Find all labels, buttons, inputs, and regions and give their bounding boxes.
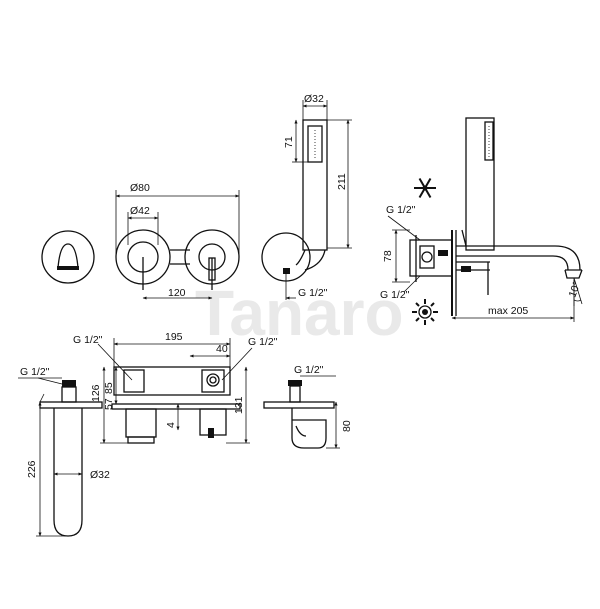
dim-g12-top-a: G 1/2" <box>73 334 103 346</box>
dim-85: 85 <box>103 382 115 394</box>
dim-126: 126 <box>90 384 102 402</box>
front-view: Ø80 Ø42 120 G 1/2" Ø32 71 211 <box>41 93 352 300</box>
dim-195: 195 <box>165 331 183 343</box>
watermark: Tanaro <box>195 277 404 349</box>
outlet-plan <box>263 380 335 449</box>
dim-g12-front: G 1/2" <box>298 287 328 299</box>
dim-80: 80 <box>341 420 353 432</box>
dim-40: 40 <box>216 343 228 355</box>
dim-g12-left: G 1/2" <box>20 366 50 378</box>
mixer-rosettes <box>115 229 240 290</box>
dim-4: 4 <box>165 422 177 428</box>
plan-views: G 1/2" 226 Ø32 195 40 G 1/2" <box>18 331 353 537</box>
rosette-left <box>41 230 95 284</box>
dim-211: 211 <box>336 173 348 190</box>
dim-226: 226 <box>26 460 38 478</box>
dim-angle10: 10° <box>567 280 584 299</box>
dim-max205: max 205 <box>488 305 528 317</box>
dim-g12-side-bottom: G 1/2" <box>380 289 410 301</box>
dim-57: 57 <box>103 398 115 410</box>
side-view: G 1/2" G 1/2" 78 max 205 10° <box>380 117 584 325</box>
dim-g12-right: G 1/2" <box>294 364 324 376</box>
dim-d42: Ø42 <box>130 205 150 217</box>
mixer-plan <box>111 366 241 444</box>
dim-131: 131 <box>233 396 245 414</box>
dim-d32-top: Ø32 <box>304 93 324 105</box>
dim-78: 78 <box>382 250 394 262</box>
dim-d80: Ø80 <box>130 182 150 194</box>
spout-plan <box>39 380 103 537</box>
dim-71: 71 <box>283 136 295 148</box>
dim-d32-bottom: Ø32 <box>90 469 110 481</box>
snowflake-icon <box>414 177 436 199</box>
dim-120: 120 <box>168 287 186 299</box>
dim-g12-top-b: G 1/2" <box>248 336 278 348</box>
sun-icon <box>412 299 438 325</box>
dim-g12-side-top: G 1/2" <box>386 204 416 216</box>
